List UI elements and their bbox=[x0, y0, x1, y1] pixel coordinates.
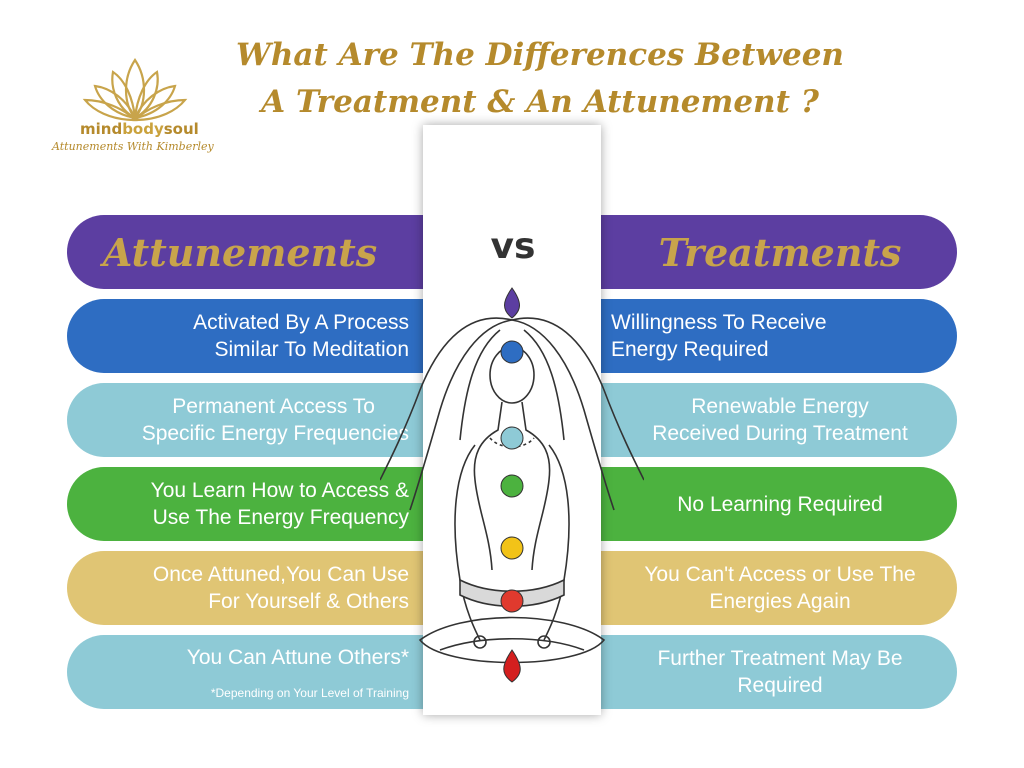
attunement-row-2: Permanent Access To Specific Energy Freq… bbox=[67, 383, 467, 457]
row-text: Use The Energy Frequency bbox=[152, 506, 409, 529]
row-text: Further Treatment May Be bbox=[657, 647, 903, 670]
row-text: Similar To Meditation bbox=[214, 338, 409, 361]
title-line-2: A Treatment & An Attunement ? bbox=[261, 84, 819, 120]
logo-tagline: Attunements With Kimberley bbox=[52, 140, 214, 153]
row-text: Required bbox=[737, 674, 823, 697]
lotus-logo-icon bbox=[82, 58, 188, 122]
row-text: Willingness To Receive bbox=[611, 311, 827, 334]
vs-label: vs bbox=[490, 226, 536, 267]
treatment-row-4: You Can't Access or Use The Energies Aga… bbox=[557, 551, 957, 625]
attunement-row-1: Activated By A Process Similar To Medita… bbox=[67, 299, 467, 373]
center-divider-strip bbox=[423, 125, 601, 715]
attunement-row-3: You Learn How to Access & Use The Energy… bbox=[67, 467, 467, 541]
row-text: Once Attuned,You Can Use bbox=[152, 563, 409, 586]
footnote: *Depending on Your Level of Training bbox=[210, 685, 409, 700]
row-text: Energies Again bbox=[709, 590, 851, 613]
attunement-row-5: You Can Attune Others* *Depending on You… bbox=[67, 635, 467, 709]
attunement-row-4: Once Attuned,You Can Use For Yourself & … bbox=[67, 551, 467, 625]
treatment-row-1: Willingness To Receive Energy Required bbox=[557, 299, 957, 373]
treatment-row-3: No Learning Required bbox=[557, 467, 957, 541]
logo-name: mindbodysoul bbox=[80, 120, 199, 138]
row-text: You Learn How to Access & bbox=[150, 479, 409, 502]
title-line-1: What Are The Differences Between bbox=[236, 37, 844, 73]
row-text: Specific Energy Frequencies bbox=[141, 422, 409, 445]
treatments-header: Treatments bbox=[557, 215, 957, 289]
treatments-header-label: Treatments bbox=[658, 229, 902, 275]
attunements-header: Attunements bbox=[67, 215, 467, 289]
meditating-figure-chakra-icon bbox=[380, 287, 644, 683]
row-text: No Learning Required bbox=[677, 492, 883, 516]
treatment-row-2: Renewable Energy Received During Treatme… bbox=[557, 383, 957, 457]
row-text: Energy Required bbox=[611, 338, 769, 361]
row-text: You Can Attune Others* bbox=[186, 645, 409, 669]
row-text: Activated By A Process bbox=[193, 311, 409, 334]
attunements-header-label: Attunements bbox=[102, 229, 378, 275]
row-text: Renewable Energy bbox=[691, 395, 869, 418]
row-text: Received During Treatment bbox=[652, 422, 908, 445]
row-text: You Can't Access or Use The bbox=[644, 563, 916, 586]
treatment-row-5: Further Treatment May Be Required bbox=[557, 635, 957, 709]
row-text: For Yourself & Others bbox=[208, 590, 409, 613]
row-text: Permanent Access To bbox=[172, 395, 375, 418]
